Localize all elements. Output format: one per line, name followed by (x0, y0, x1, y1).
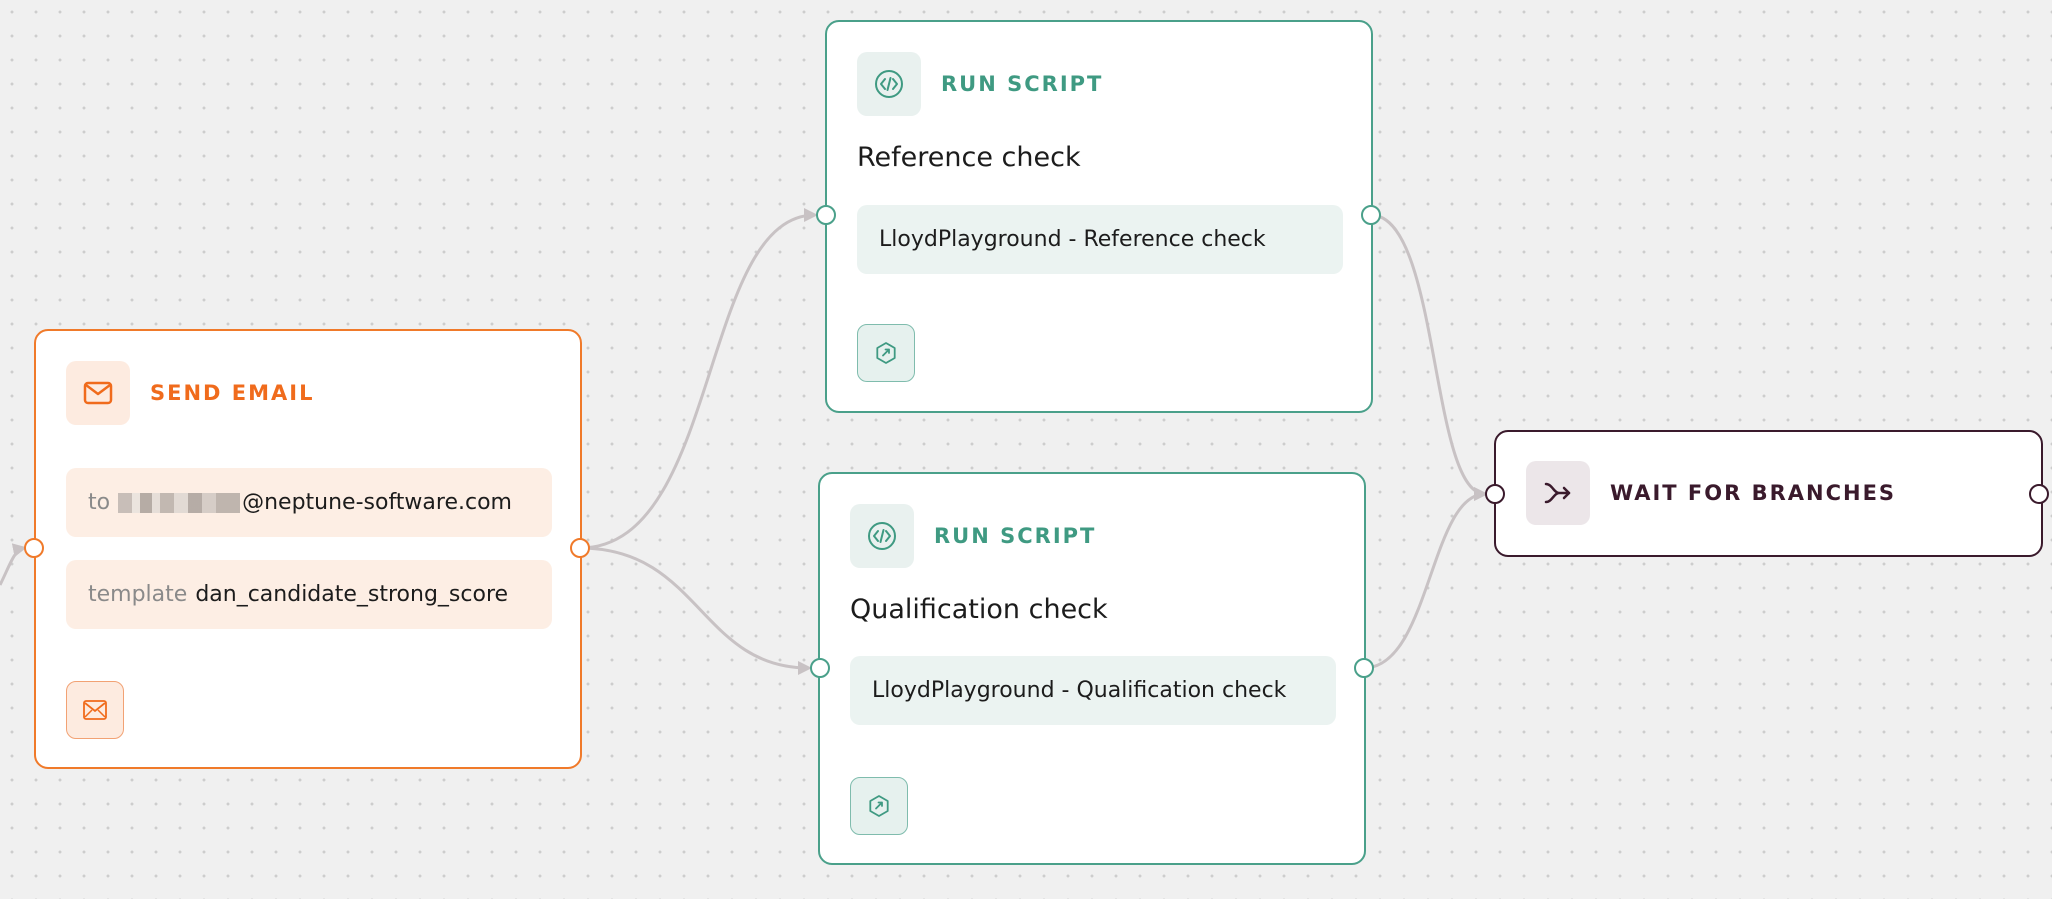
field-value: @neptune-software.com (242, 490, 512, 515)
field-value: LloydPlayground - Reference check (879, 227, 1266, 252)
wait-output-port[interactable] (2029, 484, 2049, 504)
qualification-output-port[interactable] (1354, 658, 1374, 678)
send-email-node[interactable]: SEND EMAIL to @neptune-software.com temp… (34, 329, 582, 769)
node-title: Qualification check (850, 594, 1108, 625)
field-key: template (88, 582, 188, 607)
edge-email-to-reference (579, 208, 818, 550)
send-email-input-port[interactable] (24, 538, 44, 558)
edge-qualification-to-wait (1363, 487, 1488, 670)
email-template-icon (83, 700, 107, 720)
script-settings-button[interactable] (850, 777, 908, 835)
wait-input-port[interactable] (1485, 484, 1505, 504)
node-type-label: WAIT FOR BRANCHES (1610, 481, 1897, 505)
script-field[interactable]: LloydPlayground - Reference check (857, 205, 1343, 274)
node-type-label: SEND EMAIL (150, 381, 315, 405)
field-value: dan_candidate_strong_score (195, 582, 509, 607)
email-template-field[interactable]: template dan_candidate_strong_score (66, 560, 552, 629)
send-email-header: SEND EMAIL (66, 361, 314, 425)
wait-for-branches-node[interactable]: WAIT FOR BRANCHES (1494, 430, 2043, 557)
script-settings-icon (876, 342, 896, 364)
node-title: Reference check (857, 142, 1081, 173)
wait-header: WAIT FOR BRANCHES (1526, 461, 1896, 525)
qualification-input-port[interactable] (810, 658, 830, 678)
mail-icon (66, 361, 130, 425)
node-type-label: RUN SCRIPT (941, 72, 1104, 96)
email-to-field[interactable]: to @neptune-software.com (66, 468, 552, 537)
run-script-qualification-node[interactable]: RUN SCRIPT Qualification check LloydPlay… (818, 472, 1366, 865)
edge-incoming-to-email (0, 543, 27, 586)
script-settings-icon (869, 795, 889, 817)
run-script-header: RUN SCRIPT (857, 52, 1103, 116)
redacted-email-user (118, 492, 241, 513)
merge-icon (1526, 461, 1590, 525)
send-email-output-port[interactable] (570, 538, 590, 558)
code-icon (850, 504, 914, 568)
edge-email-to-qualification (579, 546, 812, 675)
field-value: LloydPlayground - Qualification check (872, 678, 1287, 703)
node-type-label: RUN SCRIPT (934, 524, 1097, 548)
script-field[interactable]: LloydPlayground - Qualification check (850, 656, 1336, 725)
reference-output-port[interactable] (1361, 205, 1381, 225)
code-icon (857, 52, 921, 116)
reference-input-port[interactable] (816, 205, 836, 225)
run-script-header: RUN SCRIPT (850, 504, 1096, 568)
field-key: to (88, 490, 111, 515)
edge-reference-to-wait (1370, 213, 1488, 501)
email-template-button[interactable] (66, 681, 124, 739)
run-script-reference-node[interactable]: RUN SCRIPT Reference check LloydPlaygrou… (825, 20, 1373, 413)
script-settings-button[interactable] (857, 324, 915, 382)
